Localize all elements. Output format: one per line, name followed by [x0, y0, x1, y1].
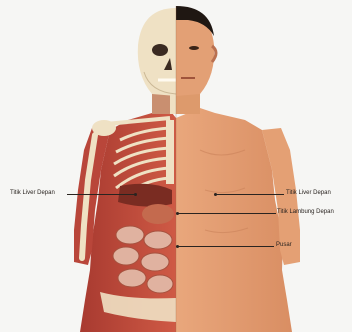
eye-socket	[152, 44, 168, 56]
label-liver-left: Titik Liver Depan	[10, 190, 55, 197]
sternum	[166, 120, 174, 184]
stomach-organ	[142, 204, 174, 224]
leader-stomach	[178, 213, 276, 214]
leader-liver-right	[216, 194, 284, 195]
label-liver-right: Titik Liver Depan	[286, 190, 331, 197]
point-liver-left	[134, 193, 137, 196]
intestines	[113, 226, 173, 293]
leader-navel	[178, 246, 274, 247]
leader-liver-left	[67, 194, 135, 195]
label-navel: Pusar	[276, 242, 292, 249]
label-stomach: Titik Lambung Depan	[277, 209, 334, 216]
liver-organ	[118, 184, 172, 207]
eye-right	[189, 46, 199, 50]
